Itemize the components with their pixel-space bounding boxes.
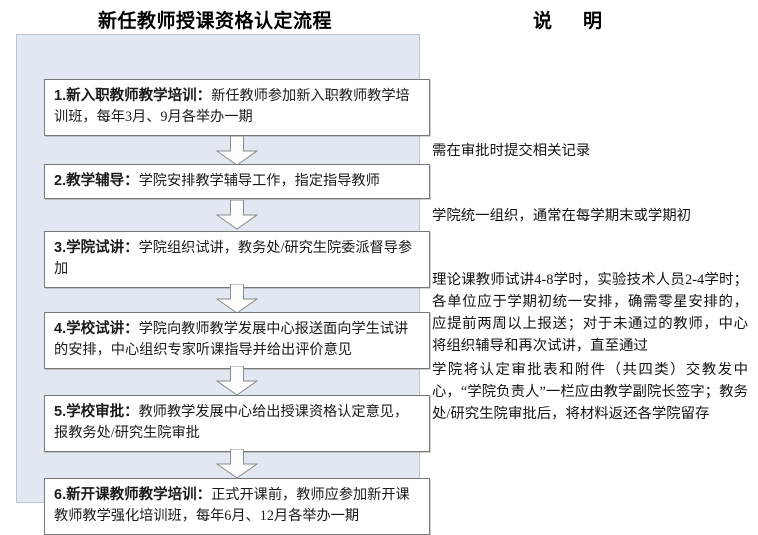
notes-column-title: 说 明 (533, 11, 609, 32)
down-arrow-icon (216, 136, 258, 166)
down-arrow-icon (216, 366, 258, 396)
flow-step-5[interactable]: 5.学校审批：教师教学发展中心给出授课资格认定意见，报教务处/研究生院审批 (44, 395, 430, 452)
flow-step-6-description: 正式开课前，教师应参加新开课教师教学强化培训班，每年6月、12月各举办一期 (54, 487, 410, 525)
flow-step-3[interactable]: 3.学院试讲：学院组织试讲，教务处/研究生院委派督导参加 (44, 231, 430, 288)
flow-step-6-label: 6.新开课教师教学培训： (54, 487, 212, 503)
connector-arrow-1-to-2 (216, 136, 258, 166)
flowchart-container: 1.新入职教师教学培训：新任教师参加新入职教师教学培训班，每年3月、9月各举办一… (16, 34, 430, 535)
note-for-step-3: 学院统一组织，通常在每学期末或学期初 (432, 208, 692, 224)
flow-step-6[interactable]: 6.新开课教师教学培训：正式开课前，教师应参加新开课教师教学强化培训班，每年6月… (44, 478, 430, 535)
flow-step-4-description: 学院向教师教学发展中心报送面向学生试讲的安排，中心组织专家听课指导并给出评价意见 (54, 321, 409, 359)
note-for-step-5: 学院将认定审批表和附件（共四类）交教发中心，“学院负责人”一栏应由教学副院长签字… (432, 362, 748, 422)
flow-step-4[interactable]: 4.学校试讲：学院向教师教学发展中心报送面向学生试讲的安排，中心组织专家听课指导… (44, 312, 430, 369)
down-arrow-icon (216, 284, 258, 314)
flow-step-1-description: 新任教师参加新入职教师教学培训班，每年3月、9月各举办一期 (54, 88, 410, 126)
note-for-step-2: 需在审批时提交相关记录 (432, 143, 591, 159)
flow-step-2-description: 学院安排教学辅导工作，指定指导教师 (138, 173, 380, 189)
down-arrow-icon (216, 449, 258, 479)
flow-step-3-description: 学院组织试讲，教务处/研究生院委派督导参加 (54, 240, 413, 278)
flow-step-1[interactable]: 1.新入职教师教学培训：新任教师参加新入职教师教学培训班，每年3月、9月各举办一… (44, 79, 430, 136)
connector-arrow-5-to-6 (216, 449, 258, 479)
connector-arrow-4-to-5 (216, 366, 258, 396)
flow-step-3-label: 3.学院试讲： (54, 240, 139, 256)
flow-step-1-label: 1.新入职教师教学培训： (54, 88, 212, 104)
down-arrow-icon (216, 200, 258, 230)
flow-step-2-label: 2.教学辅导： (54, 173, 139, 189)
flow-step-5-label: 5.学校审批： (54, 404, 139, 420)
flow-step-4-label: 4.学校试讲： (54, 321, 139, 337)
flowchart-title: 新任教师授课资格认定流程 (98, 11, 333, 32)
flow-step-5-description: 教师教学发展中心给出授课资格认定意见，报教务处/研究生院审批 (54, 404, 409, 442)
connector-arrow-3-to-4 (216, 284, 258, 314)
note-for-step-4: 理论课教师试讲4-8学时，实验技术人员2-4学时；各单位应于学期初统一安排，确需… (432, 272, 748, 354)
flow-step-2[interactable]: 2.教学辅导：学院安排教学辅导工作，指定指导教师 (44, 164, 430, 199)
connector-arrow-2-to-3 (216, 200, 258, 230)
